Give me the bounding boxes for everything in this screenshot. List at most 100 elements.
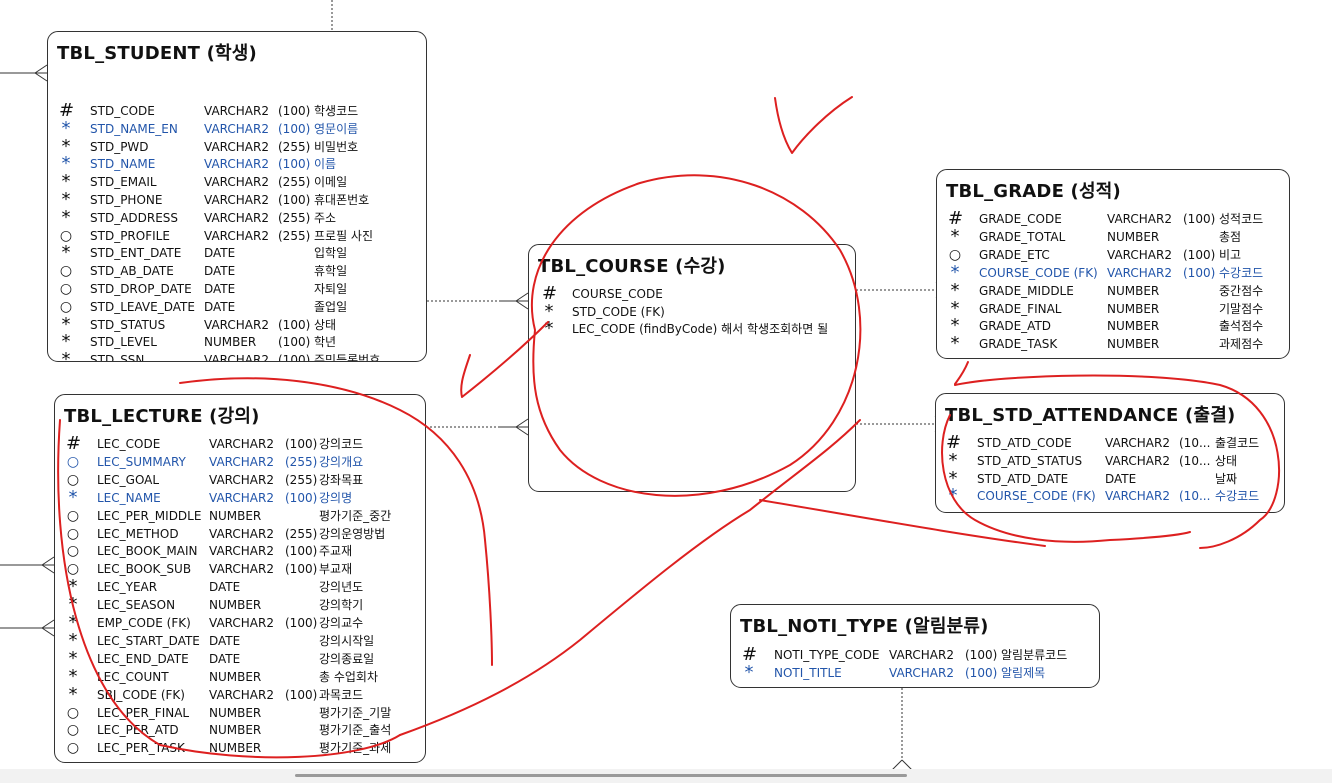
- column-name: LEC_METHOD: [97, 526, 179, 541]
- entity-title: TBL_STUDENT (학생): [57, 43, 257, 64]
- column-row[interactable]: *EMP_CODE (FK)VARCHAR2(100)강의교수: [55, 614, 425, 632]
- column-name: STD_PHONE: [90, 193, 163, 207]
- crows-foot: [515, 300, 529, 310]
- column-type: VARCHAR2: [204, 157, 269, 172]
- column-name: GRADE_TOTAL: [979, 229, 1066, 244]
- column-comment: 평가기준_과제: [319, 741, 392, 756]
- crows-foot: [901, 759, 913, 771]
- column-name: LEC_END_DATE: [97, 651, 189, 666]
- scrollbar-thumb[interactable]: [295, 774, 907, 777]
- column-comment: 주소: [314, 210, 337, 225]
- column-size: (100): [285, 437, 318, 451]
- column-comment: 자퇴일: [314, 282, 348, 296]
- column-type: VARCHAR2: [1107, 247, 1172, 262]
- column-size: (100): [285, 490, 318, 505]
- column-size: (100): [278, 335, 311, 350]
- column-key-icon: *: [950, 225, 960, 247]
- column-type: VARCHAR2: [204, 175, 269, 190]
- column-name: STD_STATUS: [90, 317, 166, 332]
- column-type: NUMBER: [1107, 337, 1160, 352]
- column-key-icon: ○: [66, 507, 80, 524]
- column-comment: 영문이름: [314, 121, 359, 136]
- column-key-icon: #: [59, 100, 75, 121]
- column-row[interactable]: *COURSE_CODE (FK)VARCHAR2(100)수강코드: [937, 263, 1289, 282]
- column-name: LEC_BOOK_MAIN: [97, 544, 198, 559]
- column-size: (100): [965, 648, 998, 662]
- column-row[interactable]: *SBJ_CODE (FK)VARCHAR2(100)과목코드: [55, 685, 425, 704]
- column-row[interactable]: *LEC_CODE (findByCode) 해서 학생조회하면 될: [529, 320, 855, 338]
- column-row[interactable]: *COURSE_CODE (FK)VARCHAR2(10...수강코드: [936, 487, 1284, 505]
- column-key-icon: *: [950, 315, 960, 337]
- column-name: STD_PWD: [90, 139, 149, 154]
- column-name: STD_NAME: [90, 157, 156, 172]
- column-type: NUMBER: [209, 723, 262, 738]
- column-type: VARCHAR2: [209, 687, 274, 702]
- entity-course[interactable]: TBL_COURSE (수강)#COURSE_CODE*STD_CODE (FK…: [528, 244, 856, 492]
- column-comment: 과목코드: [319, 687, 364, 702]
- column-size: (100): [1183, 265, 1216, 280]
- column-size: (100): [285, 562, 318, 577]
- column-type: NUMBER: [209, 741, 262, 756]
- column-row[interactable]: *STD_CODE (FK): [529, 302, 855, 321]
- column-comment: 비밀번호: [314, 139, 359, 154]
- column-type: VARCHAR2: [204, 353, 269, 362]
- column-comment: 휴대폰번호: [314, 193, 370, 207]
- column-comment: 평가기준_출석: [319, 723, 392, 738]
- horizontal-scrollbar[interactable]: [0, 769, 1332, 783]
- column-key-icon: ○: [66, 740, 80, 757]
- column-type: VARCHAR2: [209, 616, 274, 630]
- column-key-icon: ○: [59, 227, 73, 244]
- column-row[interactable]: #COURSE_CODE: [529, 285, 855, 303]
- column-key-icon: ○: [59, 281, 73, 297]
